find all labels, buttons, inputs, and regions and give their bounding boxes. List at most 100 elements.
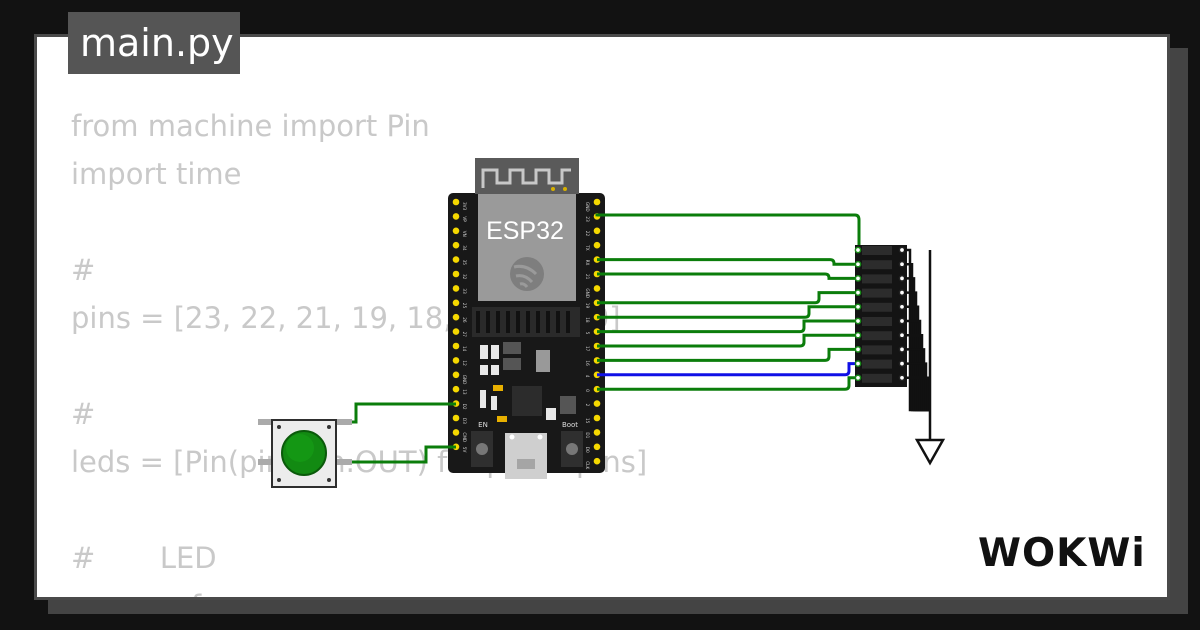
boot-button[interactable]	[561, 431, 583, 467]
led-cathode-pin	[898, 374, 906, 382]
wire-green	[597, 333, 858, 348]
code-line: from machine import Pin	[71, 109, 430, 143]
wire-button-top	[338, 402, 456, 424]
pin-label: 5	[585, 332, 590, 335]
header-pin	[593, 241, 601, 249]
pin-label: VP	[462, 216, 467, 222]
led-anode-pin	[854, 246, 862, 254]
file-tab-main-py[interactable]: main.py	[68, 12, 240, 74]
header-pin	[452, 414, 460, 422]
led-segment	[862, 331, 892, 341]
header-pin	[452, 385, 460, 393]
code-line: f	[71, 582, 647, 597]
led-bar-graph[interactable]	[854, 245, 907, 387]
led-cathode-pin	[898, 289, 906, 296]
pin-label: D2	[462, 404, 467, 410]
header-pin	[452, 313, 460, 321]
led-segment	[862, 260, 892, 270]
pin-label: 33	[462, 288, 467, 294]
pin-label: 27	[462, 332, 467, 338]
pin-label: 18	[585, 317, 590, 323]
header-pin	[452, 213, 460, 220]
led-anode-pin	[854, 346, 862, 353]
pin-label: 14	[462, 346, 467, 352]
code-line: #	[71, 397, 96, 431]
pin-label: 0	[585, 389, 590, 392]
header-pin	[452, 227, 460, 235]
header-pin	[593, 457, 601, 465]
led-cathode-pin	[898, 246, 906, 254]
wires	[595, 213, 861, 391]
led-anode-pin	[854, 317, 862, 325]
pin-label: 17	[585, 346, 590, 352]
led-anode-pin	[854, 374, 862, 382]
pin-label: 13	[462, 389, 467, 395]
led-segment	[862, 373, 892, 383]
header-pin	[593, 414, 601, 422]
ground-icon	[914, 438, 946, 466]
en-label: EN	[478, 421, 488, 429]
usb-uart-chip	[512, 386, 542, 416]
pin-label: 19	[585, 303, 590, 309]
header-pin	[452, 198, 460, 206]
led-segment	[862, 274, 892, 284]
led-segment	[862, 317, 892, 326]
led-anode-pin	[854, 303, 862, 311]
wire-green	[595, 213, 861, 250]
pin-label: 4	[585, 375, 590, 378]
header-pin	[452, 371, 460, 379]
header-pin	[452, 299, 460, 307]
header-pin	[593, 285, 601, 292]
pin-label: 15	[585, 418, 590, 424]
wire-button-bottom	[338, 445, 456, 464]
led-cathode-pin	[898, 260, 906, 268]
header-pin	[452, 429, 460, 436]
pin-label: CLK	[585, 461, 590, 469]
pin-label: 2	[585, 404, 590, 407]
pin-label: D3	[462, 418, 467, 424]
led-segment	[862, 345, 892, 355]
header-pin	[452, 357, 460, 364]
pin-label: 35	[462, 260, 467, 266]
led-cathode-pin	[898, 317, 906, 325]
pin-label: 32	[462, 274, 467, 280]
esp32-board[interactable]: ESP32 EN Boot	[448, 158, 605, 479]
svg-text:WOKWi: WOKWi	[978, 531, 1146, 576]
pin-label: TX	[585, 244, 590, 251]
header-pin	[452, 270, 460, 278]
led-segment	[862, 359, 892, 369]
push-button[interactable]	[258, 419, 352, 488]
wire-green	[597, 347, 858, 362]
usb-port	[505, 433, 547, 479]
led-cathode-pin	[898, 303, 906, 311]
header-pin	[452, 342, 460, 350]
pin-label: 5V	[462, 447, 467, 453]
boot-label: Boot	[562, 421, 578, 429]
wire-green	[597, 291, 858, 305]
led-cathode-pin	[898, 331, 906, 339]
pin-label: 26	[462, 317, 467, 323]
header-pin	[452, 328, 460, 335]
pin-label: GND	[585, 288, 590, 298]
pin-label: GND	[462, 375, 467, 385]
pin-label: GND	[585, 202, 590, 212]
pin-label: 23	[585, 216, 590, 222]
code-line: #	[71, 253, 96, 287]
wire-blue	[597, 362, 858, 377]
wire-green	[597, 305, 858, 319]
code-line: # LED	[71, 541, 217, 575]
en-button[interactable]	[471, 431, 493, 467]
pin-label: 22	[585, 231, 590, 237]
wire-green	[597, 319, 858, 334]
wire-green	[597, 272, 858, 280]
pin-label: 21	[585, 274, 590, 280]
header-pin	[452, 256, 460, 263]
header-pin	[593, 198, 601, 206]
led-segment	[862, 288, 892, 298]
led-segment	[862, 302, 892, 312]
header-pin	[593, 443, 601, 451]
header-pin	[452, 285, 460, 292]
header-pin	[593, 429, 601, 436]
pin-label: 25	[462, 303, 467, 309]
